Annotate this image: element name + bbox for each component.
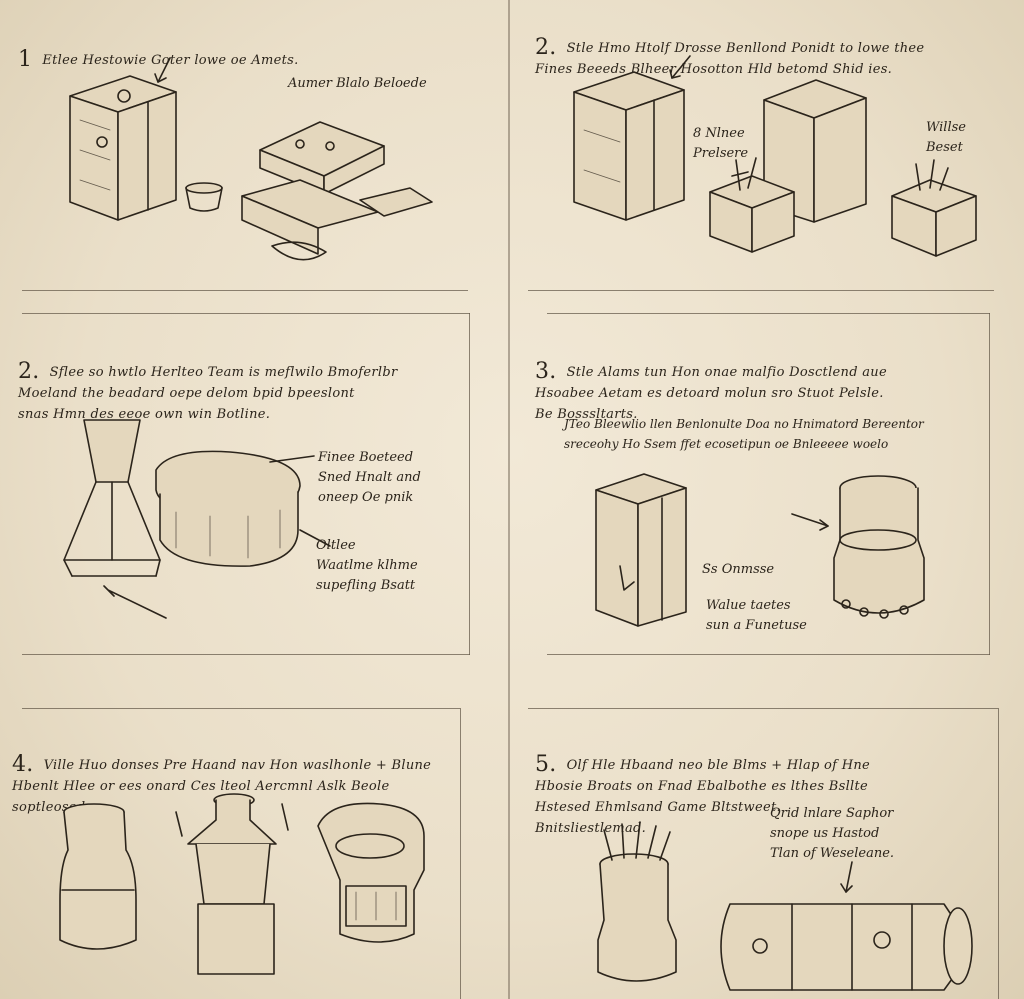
step-caption-2: 2.Stle Hmo Htolf Drosse Benllond Ponidt … <box>535 16 1015 80</box>
step-text: Stle Alams tun Hon onae malfio Dosctlend… <box>535 365 887 422</box>
panel-rule <box>22 708 460 709</box>
panel-rule <box>547 654 990 655</box>
crate-with-plant-sketch <box>709 79 867 253</box>
annotation-note: Finee Boeteed Sned Hnalt and oneep Oe pn… <box>318 450 421 505</box>
step-text: Sflee so hwtlo Herlteo Team is meflwilo … <box>18 365 398 422</box>
annotation-note: 8 Nlnee Prelsere <box>693 126 749 161</box>
panel-rule <box>22 313 470 314</box>
panel-rule <box>528 290 994 291</box>
annotation-note: JTeo Bleewlio llen Benlonulte Doa no Hni… <box>564 417 924 451</box>
step-number: 2. <box>18 359 40 384</box>
panel-rule <box>547 313 990 314</box>
step-caption-4: 3.Stle Alams tun Hon onae malfio Dosctle… <box>535 340 985 425</box>
step-caption-6: 5.Olf Hle Hbaand neo ble Blms + Hlap of … <box>535 733 995 839</box>
panel-rule <box>989 313 990 655</box>
panel-rule <box>22 290 468 291</box>
wooden-box-sketch <box>69 57 177 221</box>
panel-rule <box>998 708 999 999</box>
step-number: 5. <box>535 752 557 777</box>
step-text: Olf Hle Hbaand neo ble Blms + Hlap of Hn… <box>535 758 871 836</box>
jar-sketch <box>185 182 223 212</box>
annotation-note: Walue taetes sun a Funetuse <box>706 598 807 633</box>
step-text: Etlee Hestowie Goter lowe oe Amets. <box>42 53 299 68</box>
center-divider <box>508 0 510 999</box>
cylinder-tank-sketch <box>720 861 973 991</box>
panel-rule <box>460 708 461 999</box>
step-number: 3. <box>535 359 557 384</box>
stacked-pad-sketch <box>155 450 331 567</box>
hourglass-stand-sketch <box>63 419 167 619</box>
tall-crate-sketch <box>573 55 691 221</box>
candle-holder-sketch <box>597 821 677 982</box>
step-text: Ville Huo donses Pre Haand nav Hon waslh… <box>12 758 432 815</box>
annotation-note: Aumer Blalo Beloede <box>288 76 427 91</box>
step-caption-1: 1 Etlee Hestowie Goter lowe oe Amets. <box>18 28 488 71</box>
stove-sketch <box>317 802 425 943</box>
annotation-note: Ss Onmsse <box>702 562 775 577</box>
step-caption-5: 4.Ville Huo donses Pre Haand nav Hon was… <box>12 733 457 818</box>
canister-sketch <box>791 475 925 619</box>
jar-vessel-sketch <box>59 803 137 950</box>
pillar-sketch <box>595 473 687 627</box>
step-number: 2. <box>535 35 557 60</box>
panel-rule <box>528 708 998 709</box>
step-caption-3: 2.Sflee so hwtlo Herlteo Team is meflwil… <box>18 340 468 425</box>
step-text: Stle Hmo Htolf Drosse Benllond Ponidt to… <box>535 41 925 77</box>
step-number: 1 <box>18 47 33 72</box>
annotation-note: Qrid lnlare Saphor snope us Hastod Tlan … <box>770 806 895 861</box>
annotation-note: Oltlee Waatlme klhme supefling Bsatt <box>316 538 418 593</box>
panel-rule <box>22 654 470 655</box>
planter-box-sketch <box>891 159 977 257</box>
planks-sketch <box>241 121 433 261</box>
panel-rule <box>469 313 470 655</box>
step-number: 4. <box>12 752 34 777</box>
annotation-note: Willse Beset <box>926 120 966 155</box>
lantern-sketch <box>175 793 289 975</box>
